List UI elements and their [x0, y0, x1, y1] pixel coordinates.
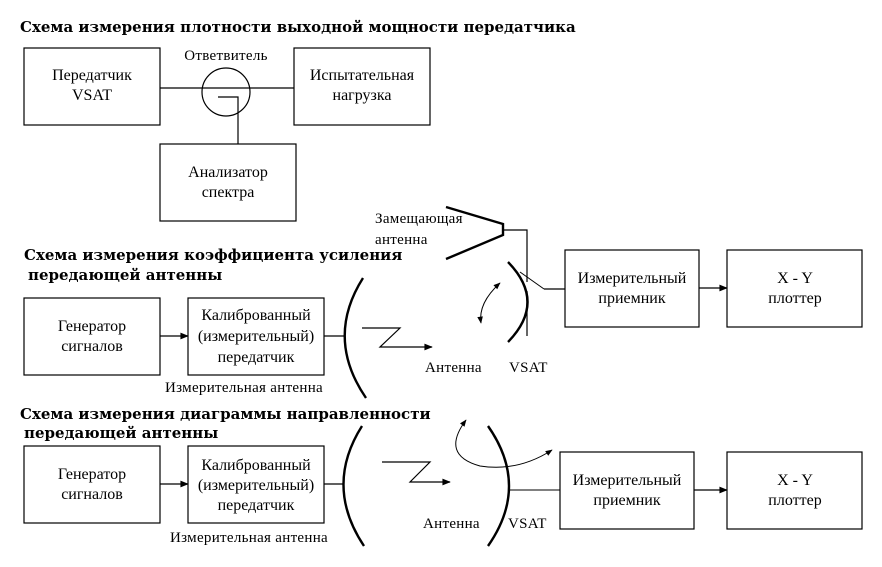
test-load-line2: нагрузка: [333, 87, 392, 104]
vsat-dish-3-icon: [487, 425, 511, 547]
measuring-receiver-block-2: Измерительный приемник: [564, 249, 700, 328]
rf-signal-arrow-3-icon: [382, 461, 451, 486]
vsat-label-3: VSAT: [508, 516, 547, 532]
plotter-3-line2: плоттер: [768, 492, 821, 509]
calibrated-transmitter-3-line1: Калиброванный: [201, 457, 311, 474]
measuring-dish-2-icon: [343, 277, 367, 399]
receiver-2-line2: приемник: [598, 290, 665, 307]
section-3-title-line1: Схема измерения диаграммы направленности: [20, 405, 431, 423]
xy-plotter-block-3: X - Y плоттер: [726, 451, 863, 530]
signal-generator-2-line1: Генератор: [58, 318, 126, 335]
spectrum-analyzer-line1: Анализатор: [188, 164, 268, 181]
plotter-2-line1: X - Y: [777, 270, 813, 287]
section-2-antenna-gain: Схема измерения коэффициента усиления пе…: [23, 205, 863, 399]
section-1-power-density: Схема измерения плотности выходной мощно…: [20, 18, 576, 222]
receiver-2-line1: Измерительный: [578, 270, 687, 287]
signal-generator-block-2: Генератор сигналов: [23, 297, 161, 376]
section-2-title-line2: передающей антенны: [28, 266, 222, 284]
signal-generator-3-line2: сигналов: [61, 486, 123, 503]
spectrum-analyzer-block: Анализатор спектра: [159, 143, 297, 222]
transmitter-label-line2: VSAT: [72, 87, 112, 104]
spectrum-analyzer-line2: спектра: [202, 184, 255, 201]
signal-generator-2-line2: сигналов: [61, 338, 123, 355]
section-1-title: Схема измерения плотности выходной мощно…: [20, 18, 576, 36]
rf-signal-arrow-2-icon: [362, 327, 433, 351]
transmitter-vsat-block: Передатчик VSAT: [23, 47, 161, 126]
receiver-3-line2: приемник: [593, 492, 660, 509]
receiver-3-line1: Измерительный: [573, 472, 682, 489]
vsat-label-2: VSAT: [509, 360, 548, 376]
plotter-3-line1: X - Y: [777, 472, 813, 489]
substitute-antenna-line1: Замещающая: [375, 211, 463, 227]
calibrated-transmitter-2-line1: Калиброванный: [201, 307, 311, 324]
calibrated-transmitter-3-line2: (измерительный): [198, 477, 314, 494]
section-3-title-line2: передающей антенны: [24, 424, 218, 442]
xy-plotter-block-2: X - Y плоттер: [726, 249, 863, 328]
plotter-2-line2: плоттер: [768, 290, 821, 307]
antenna-label-2: Антенна: [425, 360, 482, 376]
rotation-arrow-2-icon: [477, 282, 501, 324]
substitute-horn-antenna-icon: [445, 205, 528, 282]
calibrated-transmitter-2-line3: передатчик: [218, 349, 295, 366]
calibrated-transmitter-2-line2: (измерительный): [198, 328, 314, 345]
measuring-dish-3-icon: [342, 425, 365, 547]
signal-generator-3-line1: Генератор: [58, 466, 126, 483]
test-load-line1: Испытательная: [310, 67, 415, 84]
substitute-antenna-line2: антенна: [375, 232, 428, 248]
antenna-label-3: Антенна: [423, 516, 480, 532]
coupler-symbol: [160, 67, 294, 144]
rotation-arrow-3-icon: [455, 419, 553, 468]
signal-generator-block-3: Генератор сигналов: [23, 445, 161, 524]
calibrated-transmitter-3-line3: передатчик: [218, 497, 295, 514]
coupler-label: Ответвитель: [184, 48, 268, 64]
vsat-dish-2-icon: [507, 261, 529, 343]
calibrated-transmitter-block-3: Калиброванный (измерительный) передатчик: [187, 445, 325, 524]
transmitter-label-line1: Передатчик: [52, 67, 132, 84]
measuring-receiver-block-3: Измерительный приемник: [559, 451, 695, 530]
section-3-radiation-pattern: Схема измерения диаграммы направленности…: [20, 405, 863, 547]
measuring-antenna-label-2: Измерительная антенна: [165, 380, 323, 396]
measuring-antenna-label-3: Измерительная антенна: [170, 530, 328, 546]
test-load-block: Испытательная нагрузка: [293, 47, 431, 126]
calibrated-transmitter-block-2: Калиброванный (измерительный) передатчик: [187, 297, 325, 376]
section-2-title-line1: Схема измерения коэффициента усиления: [24, 246, 402, 264]
